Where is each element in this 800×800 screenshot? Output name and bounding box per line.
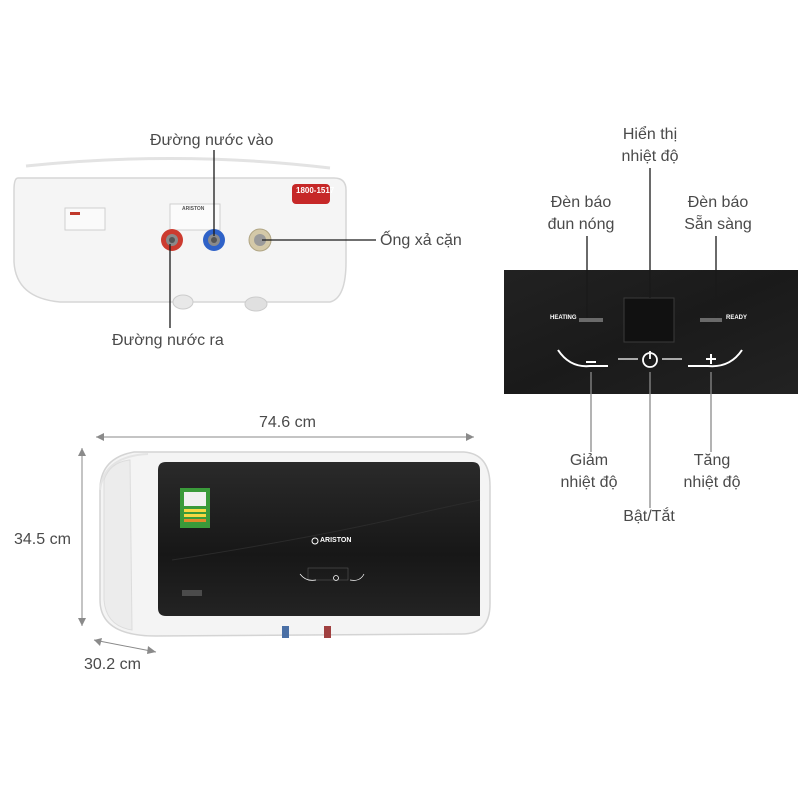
heating-label-line1: Đèn báo: [550, 194, 612, 211]
plus-label: Tăng nhiệt độ: [684, 450, 741, 494]
brand-small: ARISTON: [182, 206, 205, 212]
heating-label-line2: đun nóng: [547, 216, 615, 233]
ready-label-line2: Sẵn sàng: [684, 216, 752, 233]
rating-sticker: [169, 203, 221, 231]
display-label-line2: nhiệt độ: [621, 148, 679, 165]
minus-label: Giảm nhiệt độ: [561, 450, 618, 494]
heating-label: Đèn báo đun nóng: [548, 192, 615, 236]
ariston-logo-icon: [311, 537, 319, 545]
ready-indicator: [700, 318, 722, 322]
ready-label: Đèn báo Sẵn sàng: [684, 192, 752, 236]
display-label-line1: Hiển thị: [622, 126, 678, 143]
heating-indicator: [579, 318, 603, 322]
hotline-text: 1800-1517: [296, 186, 335, 195]
minus-label-line2: nhiệt độ: [560, 474, 618, 491]
plus-icon[interactable]: [706, 354, 716, 364]
height-dimension: 34.5 cm: [14, 531, 71, 548]
panel-heating-text: HEATING: [550, 315, 577, 321]
drain-label: Ống xả cặn: [380, 232, 462, 249]
hotline-badge: [292, 184, 330, 204]
depth-dimension: 30.2 cm: [84, 656, 141, 673]
inlet-label: Đường nước vào: [150, 132, 274, 149]
plus-label-line1: Tăng: [693, 452, 731, 469]
warning-sticker: [64, 207, 106, 231]
outlet-label: Đường nước ra: [112, 332, 224, 349]
inlet-pipe: [203, 229, 225, 251]
display-label: Hiển thị nhiệt độ: [622, 124, 679, 168]
temperature-display: [623, 297, 675, 343]
minus-label-line1: Giảm: [569, 452, 609, 469]
power-icon[interactable]: [642, 351, 658, 368]
heater-front-view: [99, 451, 491, 638]
plus-label-line2: nhiệt độ: [683, 474, 741, 491]
brand-front: ARISTON: [320, 537, 352, 544]
power-label: Bật/Tắt: [623, 508, 675, 525]
width-dimension: 74.6 cm: [259, 414, 316, 431]
outlet-pipe: [161, 229, 183, 251]
ready-label-line1: Đèn báo: [687, 194, 749, 211]
panel-ready-text: READY: [726, 315, 748, 321]
